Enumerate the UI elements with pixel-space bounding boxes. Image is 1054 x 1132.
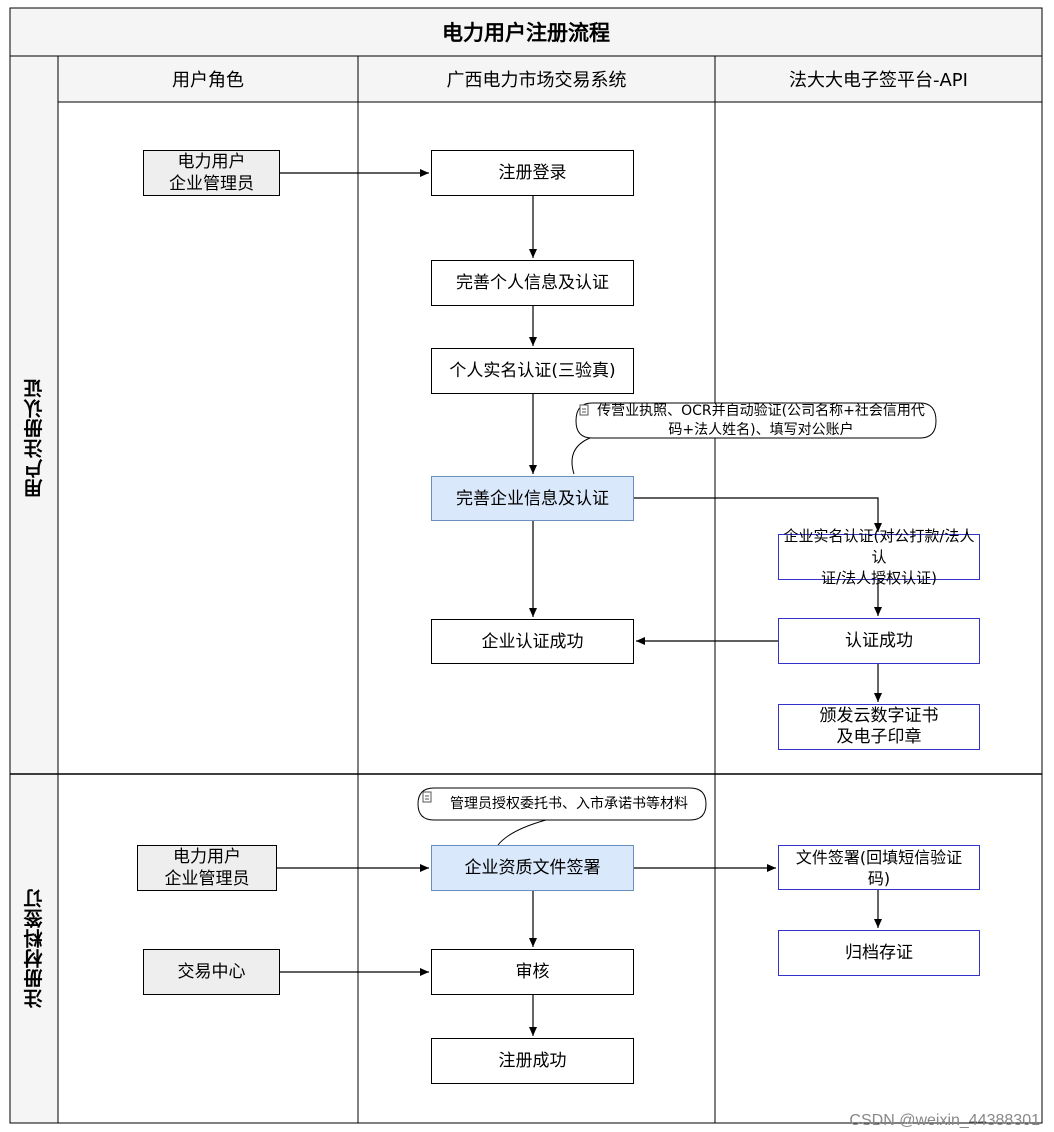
callout-business-license-note: 传营业执照、OCR并自动验证(公司名称+社会信用代 码+法人姓名)、填写对公账户 xyxy=(597,403,925,438)
callout-admin-materials-note: 管理员授权委托书、入市承诺书等材料 xyxy=(450,796,688,812)
node-power-user-admin: 电力用户 企业管理员 xyxy=(143,150,280,196)
node-review: 审核 xyxy=(431,949,634,995)
diagram-title: 电力用户注册流程 xyxy=(442,21,610,45)
lane-label-registration-auth: 用户注册认证 xyxy=(23,378,46,498)
node-document-signing: 企业资质文件签署 xyxy=(431,845,634,891)
node-realname-verify: 个人实名认证(三验真) xyxy=(431,348,634,394)
csdn-watermark: CSDN @weixin_44388301 xyxy=(849,1112,1040,1129)
node-company-info: 完善企业信息及认证 xyxy=(431,476,634,521)
column-header-user-role: 用户角色 xyxy=(172,70,244,91)
node-register-login: 注册登录 xyxy=(431,150,634,196)
node-archive: 归档存证 xyxy=(778,930,980,976)
node-trading-center: 交易中心 xyxy=(143,949,280,995)
column-header-trading-system: 广西电力市场交易系统 xyxy=(446,70,627,91)
node-power-user-admin-2: 电力用户 企业管理员 xyxy=(137,845,277,891)
node-company-auth-success: 企业认证成功 xyxy=(431,619,634,664)
node-issue-certificate: 颁发云数字证书 及电子印章 xyxy=(778,704,980,750)
column-header-esign-api: 法大大电子签平台-API xyxy=(789,70,968,91)
node-auth-success: 认证成功 xyxy=(778,618,980,664)
node-file-sign-sms: 文件签署(回填短信验证 码) xyxy=(778,845,980,890)
node-personal-info: 完善个人信息及认证 xyxy=(431,260,634,306)
node-enterprise-realname-auth: 企业实名认证(对公打款/法人认 证/法人授权认证) xyxy=(778,527,980,587)
lane-label-material-signing: 注册材料签订 xyxy=(23,888,46,1009)
node-registration-success: 注册成功 xyxy=(431,1038,634,1084)
